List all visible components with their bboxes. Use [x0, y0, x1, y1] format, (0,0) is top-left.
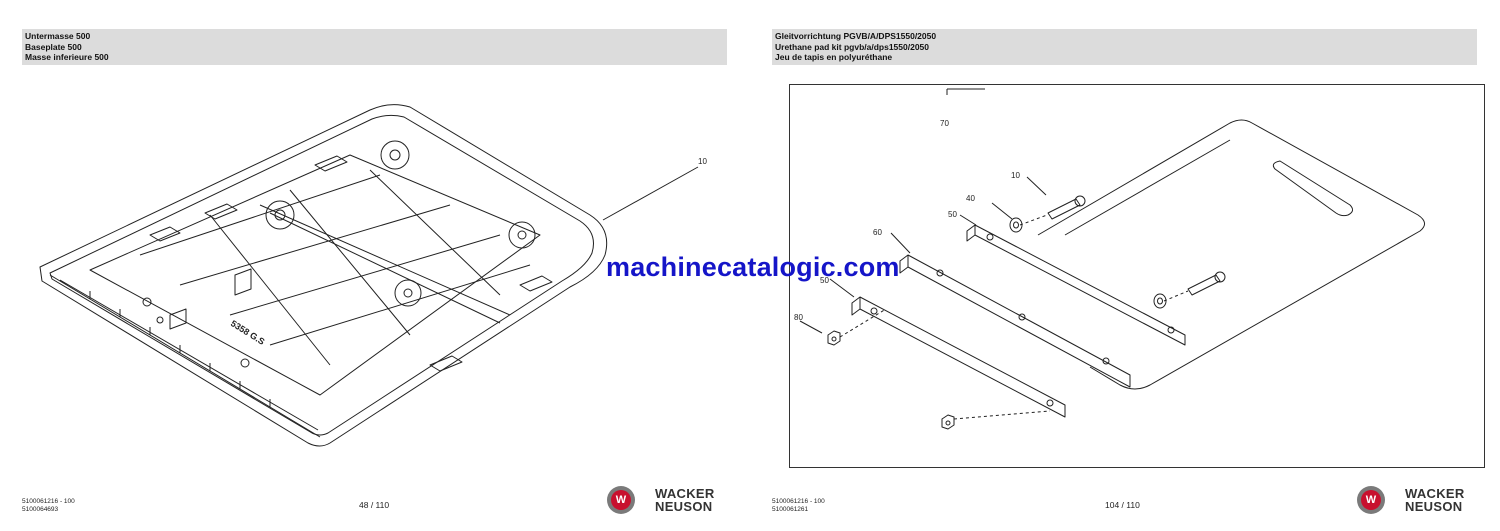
wacker-logo-icon: W	[607, 486, 635, 514]
baseplate-drawing: 5358 G.S	[39, 104, 699, 447]
callout-50-upper: 50	[948, 210, 957, 219]
right-page: Gleitvorrichtung PGVB/A/DPS1550/2050 Ure…	[750, 0, 1500, 531]
left-page: Untermasse 500 Baseplate 500 Masse infer…	[22, 29, 732, 516]
drawing-frame	[789, 84, 1485, 468]
left-footer-codes: 5100061216 - 100 5100064693	[22, 498, 75, 513]
right-page-header: Gleitvorrichtung PGVB/A/DPS1550/2050 Ure…	[772, 29, 1477, 65]
footer-doc-code: 5100061216 - 100	[22, 498, 75, 505]
watermark: machinecatalogic.com	[606, 252, 900, 282]
page-number: 104 / 110	[1105, 500, 1140, 510]
logo-text-line1: WACKER	[1405, 486, 1465, 501]
wacker-logo-icon: W	[1357, 486, 1385, 514]
header-title-de: Untermasse 500	[25, 31, 91, 41]
footer-doc-code: 5100061216 - 100	[772, 498, 825, 505]
header-title-en: Baseplate 500	[25, 41, 82, 52]
callout-60: 60	[873, 228, 882, 237]
callout-50-lower: 50	[820, 276, 829, 285]
pad-kit-drawing	[799, 88, 1425, 430]
header-title-fr: Jeu de tapis en polyuréthane	[775, 52, 893, 62]
footer-part-code: 5100061261	[772, 505, 809, 513]
callout-10: 10	[698, 157, 707, 166]
wacker-neuson-logo: W WACKER NEUSON	[607, 486, 732, 516]
header-title-de: Gleitvorrichtung PGVB/A/DPS1550/2050	[775, 31, 937, 41]
part-marking: 5358 G.S	[229, 318, 267, 347]
left-page-header: Untermasse 500 Baseplate 500 Masse infer…	[22, 29, 727, 65]
callout-10: 10	[1011, 171, 1020, 180]
header-title-fr: Masse inferieure 500	[25, 52, 109, 62]
callout-80: 80	[794, 313, 803, 322]
callout-70: 70	[940, 119, 949, 128]
page-number: 48 / 110	[359, 500, 390, 510]
logo-text-line2: NEUSON	[1405, 499, 1463, 514]
header-title-en: Urethane pad kit pgvb/a/dps1550/2050	[775, 41, 930, 52]
callout-40: 40	[966, 194, 975, 203]
logo-text-line1: WACKER	[655, 486, 715, 501]
wacker-neuson-logo: W WACKER NEUSON	[1357, 486, 1482, 516]
right-footer-codes: 5100061216 - 100 5100061261	[772, 498, 825, 513]
logo-text-line2: NEUSON	[655, 499, 713, 514]
footer-part-code: 5100064693	[22, 505, 59, 513]
